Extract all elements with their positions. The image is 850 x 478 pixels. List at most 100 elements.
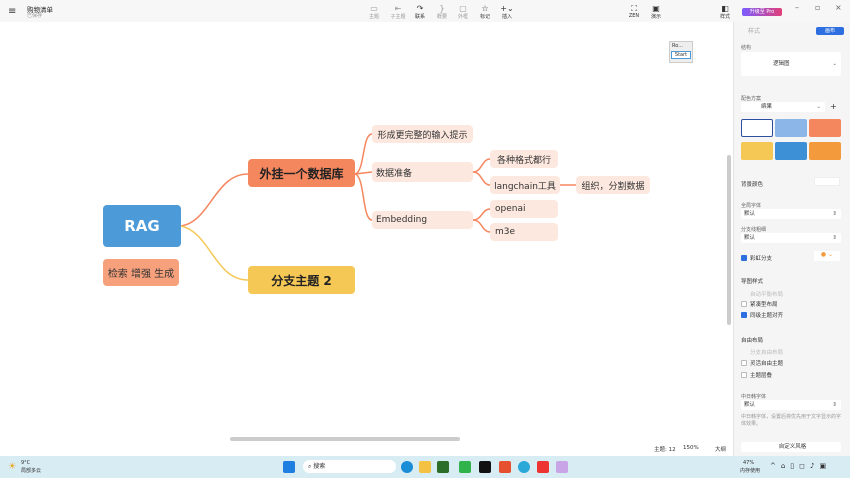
start-button[interactable]: Start	[671, 51, 691, 59]
theme-swatch[interactable]	[775, 119, 807, 137]
app-icon[interactable]	[537, 461, 549, 473]
leaf-topic[interactable]: 各种格式都行	[490, 150, 558, 168]
subtopic[interactable]: 形成更完整的输入提示	[372, 125, 473, 143]
style-icon: ◧	[721, 4, 729, 13]
root-node[interactable]: RAG	[103, 205, 181, 247]
structure-label: 结构	[741, 45, 752, 51]
color-scheme-label: 配色方案	[741, 96, 762, 102]
tab-style[interactable]: 样式	[748, 28, 761, 35]
toolbar-star-button[interactable]: ☆标记	[473, 4, 497, 20]
toolbar-relation-button[interactable]: ↷联系	[408, 4, 432, 20]
toolbar-boundary-button[interactable]: ▢外框	[451, 4, 475, 20]
custom-style-button[interactable]: 自定义风格	[741, 442, 841, 452]
leaf-topic[interactable]: 组织，分割数据	[576, 176, 650, 194]
mindmap-canvas[interactable]: RAG 检索 增强 生成 外挂一个数据库 分支主题 2 形成更完整的输入提示 数…	[0, 22, 733, 443]
toolbar-summary-button[interactable]: }概要	[430, 4, 454, 20]
rainbow-color-picker[interactable]: ● ⌄	[814, 251, 840, 261]
app-icon[interactable]	[459, 461, 471, 473]
xmind-icon[interactable]	[499, 461, 511, 473]
main-topic-1[interactable]: 外挂一个数据库	[248, 159, 355, 187]
main-topic-2[interactable]: 分支主题 2	[248, 266, 355, 294]
auto-balance-option: 自动平衡布局	[750, 292, 784, 298]
rainbow-checkbox[interactable]: 彩虹分支	[741, 254, 772, 262]
connector	[472, 219, 491, 233]
weather-desc: 局部多云	[21, 468, 42, 474]
app-icon[interactable]	[437, 461, 449, 473]
topic-icon: ▭	[370, 4, 378, 13]
font-label: 全局字体	[741, 203, 762, 209]
toolbar-style-button[interactable]: ◧样式	[713, 4, 737, 20]
horizontal-scrollbar[interactable]	[230, 437, 460, 441]
toolbar-fullscreen-button[interactable]: ⛶ZEN	[622, 4, 646, 19]
flex-topic-checkbox[interactable]: 灵活自由主题	[741, 359, 783, 367]
add-scheme-icon[interactable]: +	[830, 102, 837, 111]
color-scheme-select[interactable]: 缤果⌄	[741, 102, 825, 112]
app-icon[interactable]	[518, 461, 530, 473]
menu-icon[interactable]: ≡	[8, 6, 17, 17]
connector	[354, 173, 373, 221]
plus-icon: +⌄	[500, 4, 514, 13]
connectors	[180, 133, 576, 281]
minimize-icon[interactable]: –	[795, 3, 799, 12]
compact-checkbox[interactable]: 紧凑型布局	[741, 300, 778, 308]
theme-swatch[interactable]	[741, 142, 773, 160]
star-icon: ☆	[481, 4, 489, 13]
theme-swatch[interactable]	[809, 142, 841, 160]
line-label: 分支线粗细	[741, 227, 767, 233]
connector	[180, 173, 249, 227]
memory-percent: 47%	[743, 460, 755, 466]
save-status: 已保存	[27, 13, 43, 19]
connector	[180, 225, 249, 281]
overlap-checkbox[interactable]: 主题层叠	[741, 371, 772, 379]
align-checkbox[interactable]: 同级主题对齐	[741, 311, 783, 319]
tab-canvas[interactable]: 画布	[816, 27, 844, 35]
title-bar: ≡ 购物清单 已保存 ▭主题⇤子主题↷联系}概要▢外框☆标记+⌄插入 ⛶ZEN▣演…	[0, 0, 850, 22]
close-icon[interactable]: ×	[835, 3, 842, 12]
font-select[interactable]: 默认⇕	[741, 209, 841, 219]
color-scheme-value: 缤果	[761, 104, 773, 110]
weather-temp: 9°C	[21, 460, 31, 466]
explorer-icon[interactable]	[419, 461, 431, 473]
bg-color-swatch[interactable]	[814, 177, 840, 186]
subtopic[interactable]: 数据准备	[372, 162, 473, 182]
connector	[354, 133, 373, 175]
cjk-font-label: 中日韩字体	[741, 394, 767, 400]
subtopic[interactable]: Embedding	[372, 211, 473, 229]
toolbar-present-button[interactable]: ▣演示	[644, 4, 668, 20]
app-icon[interactable]	[479, 461, 491, 473]
upgrade-pro-button[interactable]: 升级至 Pro	[742, 8, 782, 16]
toolbar-topic-button[interactable]: ▭主题	[362, 4, 386, 20]
app-icon[interactable]	[556, 461, 568, 473]
mini-popup-label: Ro...	[672, 43, 683, 49]
toolbar-plus-button[interactable]: +⌄插入	[495, 4, 519, 20]
structure-select[interactable]: 逻辑图⌄	[741, 52, 841, 76]
start-icon[interactable]	[283, 461, 295, 473]
present-icon: ▣	[652, 4, 660, 13]
cjk-font-select[interactable]: 默认⇕	[741, 400, 841, 410]
connector	[472, 158, 491, 173]
tray-icons[interactable]: ^⌂▯◻♪▣	[770, 462, 832, 470]
edge-icon[interactable]	[401, 461, 413, 473]
boundary-icon: ▢	[459, 4, 467, 13]
outline-button[interactable]: 大纲	[715, 447, 727, 453]
leaf-topic[interactable]: langchain工具	[490, 176, 560, 194]
toolbar-subtopic-button[interactable]: ⇤子主题	[386, 4, 410, 20]
leaf-topic[interactable]: openai	[490, 200, 558, 218]
theme-swatch[interactable]	[809, 119, 841, 137]
relation-icon: ↷	[416, 4, 424, 13]
theme-swatch[interactable]	[741, 119, 773, 137]
leaf-topic[interactable]: m3e	[490, 223, 558, 241]
search-box[interactable]: ⌕ 搜索	[303, 460, 396, 473]
topic-count: 主题: 12	[654, 447, 676, 453]
maximize-icon[interactable]: ▫	[815, 3, 821, 12]
line-select[interactable]: 默认⇕	[741, 233, 841, 243]
theme-swatch[interactable]	[775, 142, 807, 160]
memory-label: 内存使用	[740, 468, 761, 474]
doc-title: 购物清单	[27, 6, 53, 14]
free-layout-label: 自由布局	[741, 338, 764, 344]
vertical-scrollbar[interactable]	[727, 155, 731, 325]
root-note-node[interactable]: 检索 增强 生成	[103, 259, 179, 286]
map-style-label: 导图样式	[741, 279, 764, 285]
zoom-level[interactable]: 150%	[683, 445, 699, 451]
summary-icon: }	[439, 4, 445, 13]
